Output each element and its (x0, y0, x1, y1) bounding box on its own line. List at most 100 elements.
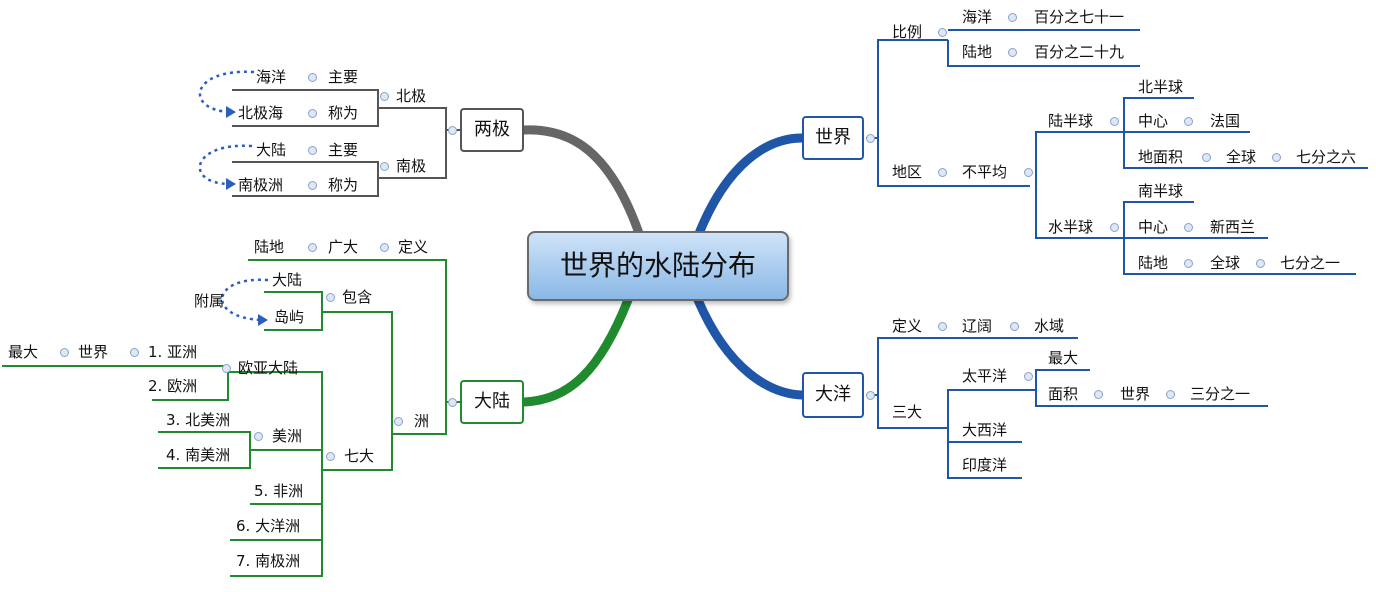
node-europe[interactable]: 2. 欧洲 (148, 377, 198, 395)
collapse-toggle-icon[interactable] (1202, 153, 1211, 162)
node-south-mainly[interactable]: 主要 (328, 141, 359, 159)
node-north-pole[interactable]: 北极 (396, 87, 427, 105)
node-uneven[interactable]: 不平均 (962, 163, 1008, 181)
node-continent-definition[interactable]: 定义 (398, 238, 429, 256)
node-water-area[interactable]: 水域 (1034, 317, 1065, 335)
collapse-toggle-icon[interactable] (938, 168, 947, 177)
node-land-hemisphere[interactable]: 陆半球 (1048, 112, 1094, 130)
node-water-land[interactable]: 陆地 (1138, 254, 1169, 272)
collapse-toggle-icon[interactable] (1010, 322, 1019, 331)
node-south-called[interactable]: 称为 (328, 176, 359, 194)
collapse-toggle-icon[interactable] (866, 391, 875, 400)
collapse-toggle-icon[interactable] (326, 452, 335, 461)
node-ocean-percent[interactable]: 百分之七十一 (1034, 8, 1125, 26)
node-whole-earth[interactable]: 全球 (1226, 148, 1257, 166)
collapse-toggle-icon[interactable] (222, 364, 231, 373)
node-land-center[interactable]: 中心 (1138, 112, 1169, 130)
collapse-toggle-icon[interactable] (938, 28, 947, 37)
node-americas[interactable]: 美洲 (272, 427, 303, 445)
node-oceania[interactable]: 6. 大洋洲 (236, 517, 301, 535)
collapse-toggle-icon[interactable] (448, 126, 457, 135)
node-indian[interactable]: 印度洋 (962, 456, 1008, 474)
collapse-toggle-icon[interactable] (1008, 48, 1017, 57)
node-ratio[interactable]: 比例 (892, 23, 923, 41)
collapse-toggle-icon[interactable] (308, 181, 317, 190)
collapse-toggle-icon[interactable] (326, 293, 335, 302)
node-land-percent[interactable]: 百分之二十九 (1034, 43, 1125, 61)
node-region[interactable]: 地区 (892, 163, 923, 181)
node-seven-continents[interactable]: 七大 (344, 447, 375, 465)
node-africa[interactable]: 5. 非洲 (254, 482, 304, 500)
node-mainland[interactable]: 大陆 (272, 271, 303, 289)
collapse-toggle-icon[interactable] (1024, 372, 1033, 381)
node-islands[interactable]: 岛屿 (274, 308, 305, 326)
collapse-toggle-icon[interactable] (1024, 168, 1033, 177)
node-one-third[interactable]: 三分之一 (1190, 385, 1251, 403)
topic-ocean[interactable]: 大洋 (802, 372, 864, 418)
node-vast[interactable]: 辽阔 (962, 317, 993, 335)
topic-continent[interactable]: 大陆 (460, 380, 524, 424)
node-continent-land[interactable]: 陆地 (254, 238, 285, 256)
node-pacific-largest[interactable]: 最大 (1048, 349, 1079, 367)
collapse-toggle-icon[interactable] (380, 162, 389, 171)
node-pacific-world[interactable]: 世界 (1120, 385, 1151, 403)
node-asia[interactable]: 1. 亚洲 (148, 343, 198, 361)
collapse-toggle-icon[interactable] (1256, 259, 1265, 268)
topic-poles[interactable]: 两极 (460, 108, 524, 152)
collapse-toggle-icon[interactable] (308, 243, 317, 252)
node-zhou[interactable]: 洲 (414, 412, 430, 430)
collapse-toggle-icon[interactable] (308, 146, 317, 155)
node-whole-earth-2[interactable]: 全球 (1210, 254, 1241, 272)
node-antarctica-pole[interactable]: 南极洲 (238, 176, 284, 194)
collapse-toggle-icon[interactable] (1110, 117, 1119, 126)
collapse-toggle-icon[interactable] (1184, 117, 1193, 126)
node-asia-largest[interactable]: 最大 (8, 343, 39, 361)
node-water-hemisphere[interactable]: 水半球 (1048, 218, 1094, 236)
node-continent-vast[interactable]: 广大 (328, 238, 359, 256)
collapse-toggle-icon[interactable] (866, 134, 875, 143)
node-south-continent[interactable]: 大陆 (256, 141, 287, 159)
node-ocean-definition[interactable]: 定义 (892, 317, 923, 335)
node-north-ocean[interactable]: 海洋 (256, 68, 287, 86)
node-north-called[interactable]: 称为 (328, 104, 359, 122)
collapse-toggle-icon[interactable] (130, 348, 139, 357)
collapse-toggle-icon[interactable] (448, 398, 457, 407)
collapse-toggle-icon[interactable] (380, 92, 389, 101)
node-ocean-share[interactable]: 海洋 (962, 8, 993, 26)
node-northern-hemisphere[interactable]: 北半球 (1138, 78, 1184, 96)
node-antarctica[interactable]: 7. 南极洲 (236, 552, 301, 570)
collapse-toggle-icon[interactable] (1008, 13, 1017, 22)
collapse-toggle-icon[interactable] (1184, 259, 1193, 268)
collapse-toggle-icon[interactable] (1184, 223, 1193, 232)
node-asia-world[interactable]: 世界 (78, 343, 109, 361)
node-north-mainly[interactable]: 主要 (328, 68, 359, 86)
node-three-oceans[interactable]: 三大 (892, 403, 923, 421)
node-france[interactable]: 法国 (1210, 112, 1241, 130)
collapse-toggle-icon[interactable] (938, 322, 947, 331)
collapse-toggle-icon[interactable] (380, 243, 389, 252)
central-topic[interactable]: 世界的水陆分布 (527, 231, 789, 301)
node-land-area[interactable]: 地面积 (1138, 148, 1184, 166)
node-atlantic[interactable]: 大西洋 (962, 421, 1008, 439)
node-south-america[interactable]: 4. 南美洲 (166, 446, 231, 464)
node-southern-hemisphere[interactable]: 南半球 (1138, 182, 1184, 200)
collapse-toggle-icon[interactable] (1272, 153, 1281, 162)
node-arctic-ocean[interactable]: 北极海 (238, 104, 284, 122)
collapse-toggle-icon[interactable] (60, 348, 69, 357)
node-pacific[interactable]: 太平洋 (962, 367, 1008, 385)
collapse-toggle-icon[interactable] (1110, 223, 1119, 232)
node-eurasia[interactable]: 欧亚大陆 (238, 359, 299, 377)
node-water-center[interactable]: 中心 (1138, 218, 1169, 236)
collapse-toggle-icon[interactable] (308, 109, 317, 118)
node-new-zealand[interactable]: 新西兰 (1210, 218, 1256, 236)
collapse-toggle-icon[interactable] (394, 417, 403, 426)
collapse-toggle-icon[interactable] (254, 432, 263, 441)
node-land-share[interactable]: 陆地 (962, 43, 993, 61)
node-south-pole[interactable]: 南极 (396, 157, 427, 175)
collapse-toggle-icon[interactable] (1094, 390, 1103, 399)
node-six-sevenths[interactable]: 七分之六 (1296, 148, 1357, 166)
node-pacific-area[interactable]: 面积 (1048, 385, 1079, 403)
node-north-america[interactable]: 3. 北美洲 (166, 411, 231, 429)
collapse-toggle-icon[interactable] (1166, 390, 1175, 399)
collapse-toggle-icon[interactable] (308, 73, 317, 82)
